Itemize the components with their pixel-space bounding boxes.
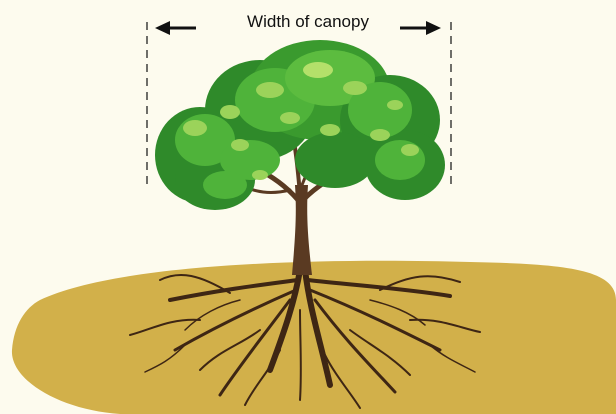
left-arrow-icon — [155, 21, 170, 35]
canopy-width-label: Width of canopy — [186, 12, 430, 32]
ground-soil — [12, 261, 616, 414]
